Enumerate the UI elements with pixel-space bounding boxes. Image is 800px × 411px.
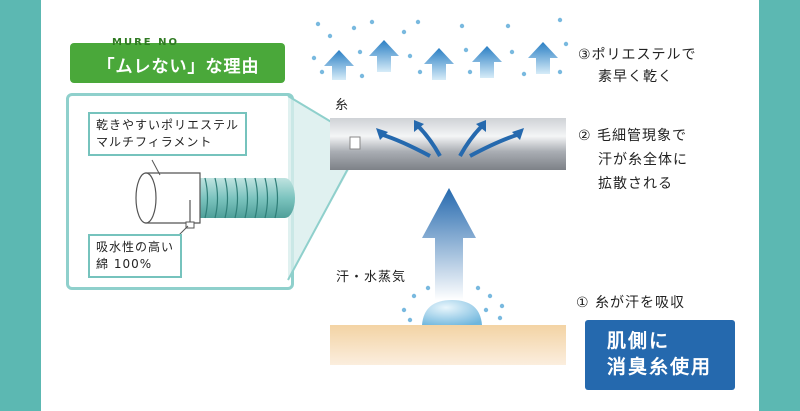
polyester-label-line1: 乾きやすいポリエステル <box>96 118 240 132</box>
step-2: ② 毛細管現象で 汗が糸全体に 拡散される <box>578 124 688 196</box>
fiber-illustration <box>135 159 295 237</box>
mechanism-line1: 肌側に <box>607 330 671 352</box>
step-2-line2: 汗が糸全体に <box>598 152 688 168</box>
reason-badge: 「ムレない」な理由 <box>70 43 285 83</box>
thread-pipe <box>330 118 566 170</box>
step-3-line2: 素早く乾く <box>598 69 673 85</box>
step-3: ③ポリエステルで 素早く乾く <box>578 44 697 88</box>
badge-ruby: MURE NO <box>112 37 179 48</box>
mechanism-line2: 消臭糸使用 <box>607 356 713 378</box>
upward-sweat-arrow <box>422 188 476 300</box>
sweat-droplet <box>422 300 482 325</box>
deodorant-thread-box: 肌側に 消臭糸使用 <box>585 320 735 390</box>
step-3-line1: ③ポリエステルで <box>578 47 697 63</box>
cotton-label-box: 吸水性の高い 綿 100% <box>88 234 183 278</box>
sweat-label: 汗・水蒸気 <box>336 270 407 285</box>
skin-layer <box>330 325 566 365</box>
badge-title: 「ムレない」な理由 <box>97 57 260 77</box>
step-2-line1: ② 毛細管現象で <box>578 128 688 144</box>
step-1: ① 糸が汗を吸収 <box>576 295 686 311</box>
step-2-line3: 拡散される <box>598 176 673 192</box>
evaporation-arrows <box>324 40 558 80</box>
cotton-label-line2: 綿 100% <box>96 257 153 271</box>
polyester-label-line2: マルチフィラメント <box>96 135 213 149</box>
polyester-label-box: 乾きやすいポリエステル マルチフィラメント <box>88 112 248 156</box>
cotton-label-line1: 吸水性の高い <box>96 240 175 254</box>
thread-label: 糸 <box>335 98 350 113</box>
